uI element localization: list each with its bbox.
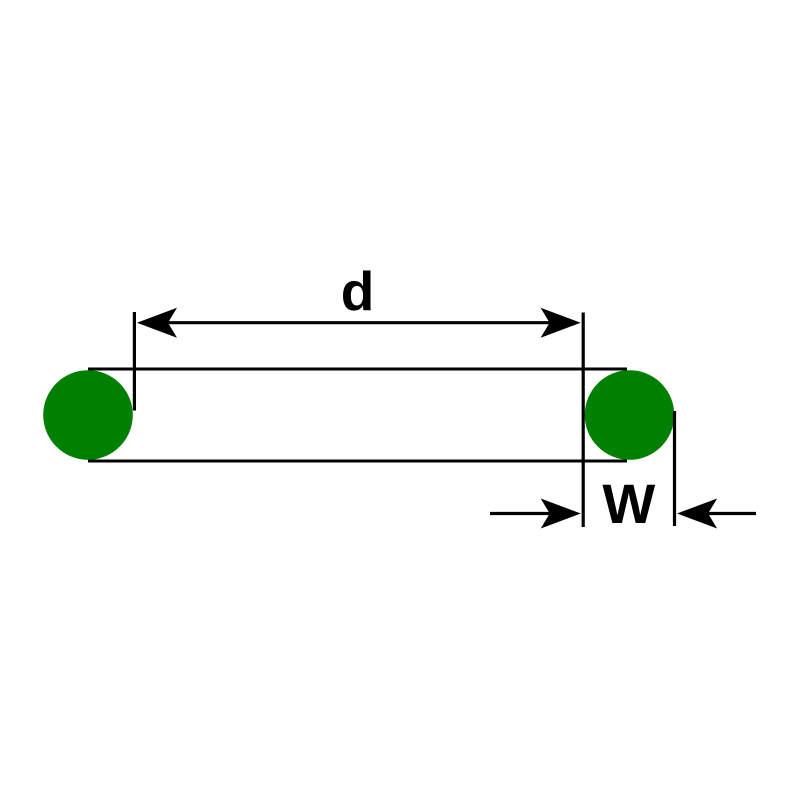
svg-text:d: d (341, 260, 375, 322)
svg-text:W: W (602, 472, 655, 535)
